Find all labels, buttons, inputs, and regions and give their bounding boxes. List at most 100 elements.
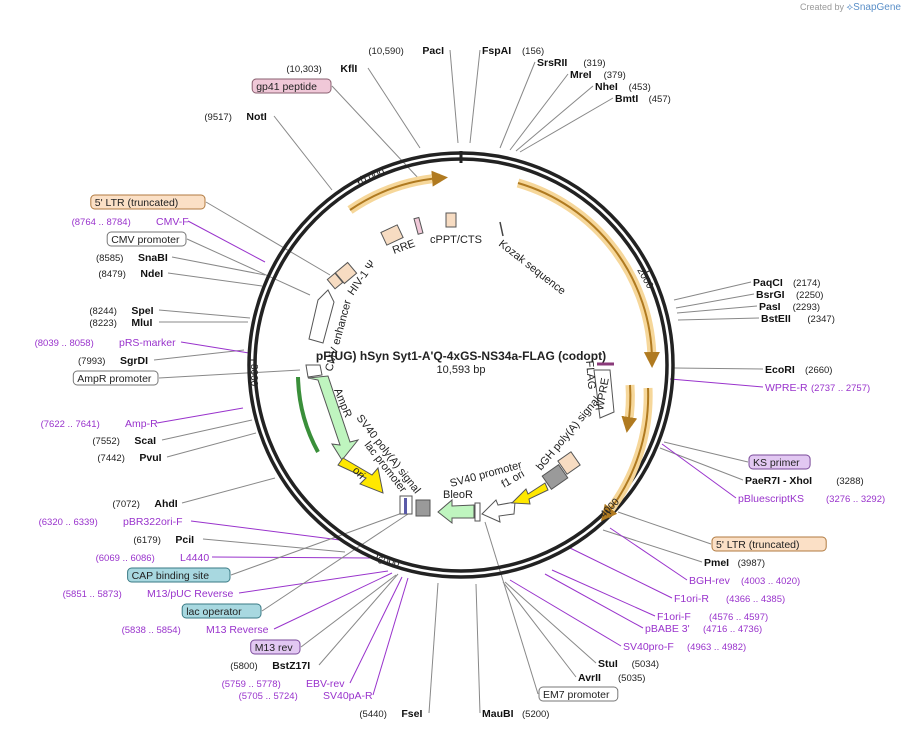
site-srsrii[interactable]: SrsRII(319) <box>537 57 606 69</box>
feature-wpre-label: WPRE <box>594 377 612 412</box>
primer-pbluescriptks[interactable]: pBluescriptKS(3276 .. 3292) <box>738 493 885 505</box>
primer-ebv-rev[interactable]: EBV-rev(5759 .. 5778) <box>222 678 346 690</box>
site-noti[interactable]: NotI(9517) <box>204 111 266 123</box>
primer-name: EBV-rev <box>306 678 345 690</box>
leader-line-paci <box>449 49 459 144</box>
leader-line-pbabe-3 <box>544 573 644 629</box>
site-bsteii[interactable]: BstEII (2347) <box>761 313 835 325</box>
leader-line-lac-operator <box>261 513 409 612</box>
primer-position: (6320 .. 6339) <box>39 517 98 528</box>
primer-cmv-f[interactable]: CMV-F(8764 .. 8784) <box>72 216 189 228</box>
site-name: SgrDI <box>120 355 148 367</box>
leader-line-wpre-r <box>669 378 764 388</box>
site-mrei[interactable]: MreI(379) <box>570 69 626 81</box>
sv40-promoter-arrow <box>481 499 516 523</box>
feature-box-label: CAP binding site <box>132 570 210 582</box>
site-nhei[interactable]: NheI(453) <box>595 81 651 93</box>
feature-box-lac-operator[interactable]: lac operator <box>181 603 262 619</box>
leader-line-bsrgi <box>675 293 755 309</box>
site-bstz17i[interactable]: BstZ17I(5800) <box>230 660 310 672</box>
site-position: (2174) <box>793 278 820 289</box>
leader-line-nhei <box>515 85 594 152</box>
site-paqci[interactable]: PaqCI(2174) <box>753 277 820 289</box>
site-position: (10,590) <box>368 46 403 57</box>
primer-wpre-r[interactable]: WPRE-R(2737 .. 2757) <box>765 382 870 394</box>
leader-line-scai <box>161 419 253 441</box>
primer-m13-reverse[interactable]: M13 Reverse (5838 .. 5854) <box>122 624 269 636</box>
feature-box-ampr-promoter[interactable]: AmpR promoter <box>72 370 159 386</box>
site-scai[interactable]: ScaI(7552) <box>92 435 156 447</box>
site-pcii[interactable]: PciI(6179) <box>133 534 194 546</box>
primer-f1ori-f[interactable]: F1ori-F(4576 .. 4597) <box>657 611 768 623</box>
primer-bgh-rev[interactable]: BGH-rev(4003 .. 4020) <box>689 575 800 587</box>
site-avrii[interactable]: AvrII (5035) <box>578 672 645 684</box>
primer-name: BGH-rev <box>689 575 731 587</box>
feature-box-em7-promoter[interactable]: EM7 promoter <box>538 686 619 702</box>
primer-position: (5851 .. 5873) <box>63 589 122 600</box>
site-ahdi[interactable]: AhdI(7072) <box>112 498 177 510</box>
site-name: BstEII <box>761 313 791 325</box>
leader-line-pcii <box>202 538 346 553</box>
site-pvui[interactable]: PvuI(7442) <box>97 452 161 464</box>
site-name: AvrII <box>578 672 601 684</box>
feature-box-cmv-promoter[interactable]: CMV promoter <box>106 231 187 247</box>
primer-sv40pa-r[interactable]: SV40pA-R(5705 .. 5724) <box>239 690 373 702</box>
primer-sv40pro-f[interactable]: SV40pro-F(4963 .. 4982) <box>623 641 746 653</box>
feature-box-gp41-peptide[interactable]: gp41 peptide <box>251 78 332 94</box>
site-fsei[interactable]: FseI(5440) <box>359 708 422 720</box>
feature-box-cap-binding-site[interactable]: CAP binding site <box>127 567 231 583</box>
feature-box-5-ltr-truncated[interactable]: 5' LTR (truncated) <box>90 194 206 210</box>
primer-amp-r[interactable]: Amp-R(7622 .. 7641) <box>41 418 158 430</box>
primer-name: M13 Reverse <box>206 624 269 636</box>
site-pmei[interactable]: PmeI(3987) <box>704 557 765 569</box>
site-paer7i-xhoi[interactable]: PaeR7I - XhoI(3288) <box>745 475 864 487</box>
primer-l4440[interactable]: L4440(6069 .. 6086) <box>96 552 210 564</box>
tick-10000: 10,000 <box>354 167 387 189</box>
site-name: MauBI <box>482 708 514 720</box>
site-position: (5035) <box>618 673 645 684</box>
primer-prs-marker[interactable]: pRS-marker(8039 .. 8058) <box>35 337 176 349</box>
leader-line-ampr-promoter <box>158 369 301 379</box>
site-position: (8585) <box>96 253 123 264</box>
site-pasi[interactable]: PasI(2293) <box>759 301 820 313</box>
site-name: FseI <box>401 708 422 720</box>
primer-f1ori-r[interactable]: F1ori-R(4366 .. 4385) <box>674 593 785 605</box>
site-ndei[interactable]: NdeI(8479) <box>98 268 163 280</box>
site-position: (457) <box>649 94 671 105</box>
primer-position: (5838 .. 5854) <box>122 625 181 636</box>
site-bsrgi[interactable]: BsrGI(2250) <box>756 289 823 301</box>
site-paci[interactable]: PacI(10,590) <box>368 45 444 57</box>
primer-position: (6069 .. 6086) <box>96 553 155 564</box>
feature-box-5-ltr-truncated[interactable]: 5' LTR (truncated) <box>711 536 827 552</box>
feature-box-ks-primer[interactable]: KS primer <box>748 454 811 470</box>
site-snabi[interactable]: SnaBI(8585) <box>96 252 168 264</box>
site-stui[interactable]: StuI(5034) <box>598 658 659 670</box>
site-spei[interactable]: SpeI(8244) <box>89 305 153 317</box>
tick-6000: 6000 <box>376 555 400 570</box>
leader-line-avrii <box>502 581 577 678</box>
site-position: (2347) <box>807 314 834 325</box>
site-bmti[interactable]: BmtI(457) <box>615 93 671 105</box>
primer-m13-puc-reverse[interactable]: M13/pUC Reverse(5851 .. 5873) <box>63 588 234 600</box>
primer-pbr322ori-f[interactable]: pBR322ori-F(6320 .. 6339) <box>39 516 183 528</box>
site-maubi[interactable]: MauBI(5200) <box>482 708 549 720</box>
site-name: AhdI <box>154 498 177 510</box>
plasmid-length: 10,593 bp <box>437 364 486 376</box>
primer-position: (4716 .. 4736) <box>703 624 762 635</box>
site-mlui[interactable]: MluI(8223) <box>89 317 152 329</box>
leader-line-bgh-rev <box>609 527 688 581</box>
leader-line-srsrii <box>499 61 536 149</box>
leader-line-m13-puc-reverse <box>238 570 389 594</box>
site-ecori[interactable]: EcoRI(2660) <box>765 364 832 376</box>
site-fspai[interactable]: FspAI(156) <box>482 45 544 57</box>
primer-position: (8764 .. 8784) <box>72 217 131 228</box>
leader-line-noti <box>273 115 333 191</box>
site-kfli[interactable]: KflI(10,303) <box>286 63 357 75</box>
feature-box-m13-rev[interactable]: M13 rev <box>250 639 301 655</box>
f1-ori-arrow <box>510 482 549 505</box>
leader-line-f1ori-r <box>569 547 673 599</box>
credit-prefix: Created by <box>800 2 845 12</box>
primer-pbabe-3[interactable]: pBABE 3'(4716 .. 4736) <box>645 623 762 635</box>
site-sgrdi[interactable]: SgrDI(7993) <box>78 355 148 367</box>
feature-box-label: gp41 peptide <box>256 81 317 93</box>
